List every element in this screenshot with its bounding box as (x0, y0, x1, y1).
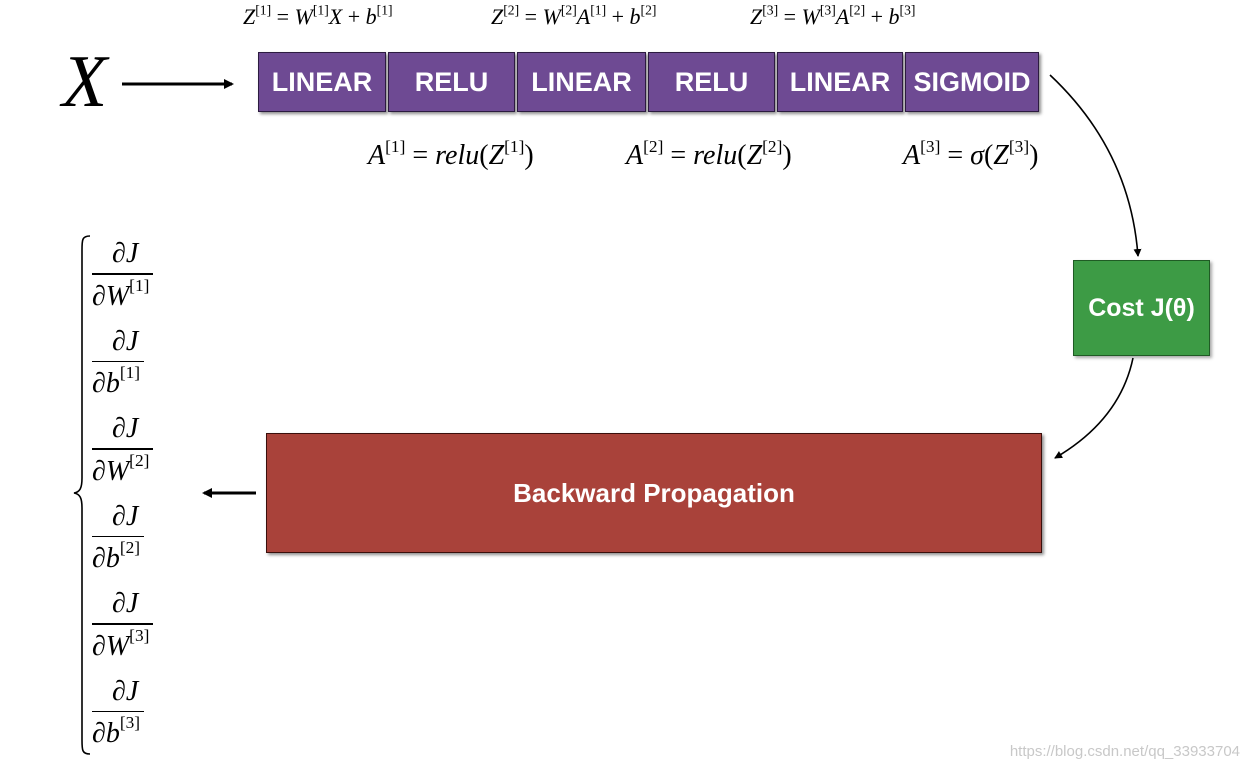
layer-box-sigmoid-6: SIGMOID (905, 52, 1039, 112)
input-x-label: X (62, 41, 108, 123)
gradient-denominator: ∂b[1] (92, 363, 141, 399)
layer-box-relu-4: RELU (648, 52, 775, 112)
gradient-denominator: ∂W[1] (92, 275, 150, 312)
gradient-denominator: ∂b[3] (92, 713, 141, 749)
gradient-numerator: ∂J (112, 325, 139, 357)
gradient-numerator: ∂J (112, 413, 139, 444)
gradient-fraction: ∂J ∂W[3] (92, 586, 154, 674)
fraction-bar (92, 448, 154, 450)
gradient-fraction: ∂J ∂W[2] (92, 411, 154, 499)
gradient-fraction: ∂J ∂b[2] (92, 499, 153, 587)
watermark: https://blog.csdn.net/qq_33933704 (1009, 743, 1240, 760)
fraction-bar (92, 273, 154, 275)
layer-box-relu-2: RELU (388, 52, 515, 112)
equation-a3: A[3] = σ(Z[3]) (903, 136, 1039, 171)
gradient-numerator: ∂J (112, 588, 139, 619)
fraction-bar (92, 623, 154, 625)
forward-to-cost-arrow (1049, 74, 1142, 257)
equation-a2: A[2] = relu(Z[2]) (626, 136, 792, 171)
layer-box-linear-5: LINEAR (777, 52, 903, 112)
equation-a1: A[1] = relu(Z[1]) (368, 136, 534, 171)
gradient-numerator: ∂J (112, 675, 139, 707)
equation-z1: Z[1] = W[1]X + b[1] (243, 2, 393, 29)
backward-propagation-label: Backward Propagation (513, 477, 795, 508)
gradient-denominator: ∂b[2] (92, 538, 141, 574)
gradient-denominator: ∂W[2] (92, 450, 150, 487)
gradient-denominator: ∂W[3] (92, 625, 150, 662)
gradient-numerator: ∂J (112, 500, 139, 532)
gradient-fraction: ∂J ∂b[1] (92, 324, 153, 412)
gradient-brace (73, 235, 91, 755)
cost-label: Cost J(θ) (1088, 293, 1195, 322)
cost-to-backprop-arrow (1054, 357, 1134, 459)
gradient-fraction: ∂J ∂b[3] (92, 674, 153, 762)
equation-z2: Z[2] = W[2]A[1] + b[2] (491, 2, 657, 29)
fraction-bar (92, 535, 145, 537)
cost-box: Cost J(θ) (1073, 260, 1210, 356)
backward-propagation-box: Backward Propagation (266, 433, 1042, 553)
equation-z3: Z[3] = W[3]A[2] + b[3] (750, 2, 916, 29)
layer-box-linear-3: LINEAR (517, 52, 646, 112)
layer-box-linear-1: LINEAR (258, 52, 386, 112)
fraction-bar (92, 710, 145, 712)
gradient-list: ∂J ∂W[1] ∂J ∂b[1] ∂J ∂W[2] ∂J ∂b[2] ∂J ∂W[3] ∂J ∂b[… (92, 236, 154, 762)
fraction-bar (92, 360, 145, 362)
gradient-fraction: ∂J ∂W[1] (92, 236, 154, 324)
gradient-numerator: ∂J (112, 238, 139, 269)
